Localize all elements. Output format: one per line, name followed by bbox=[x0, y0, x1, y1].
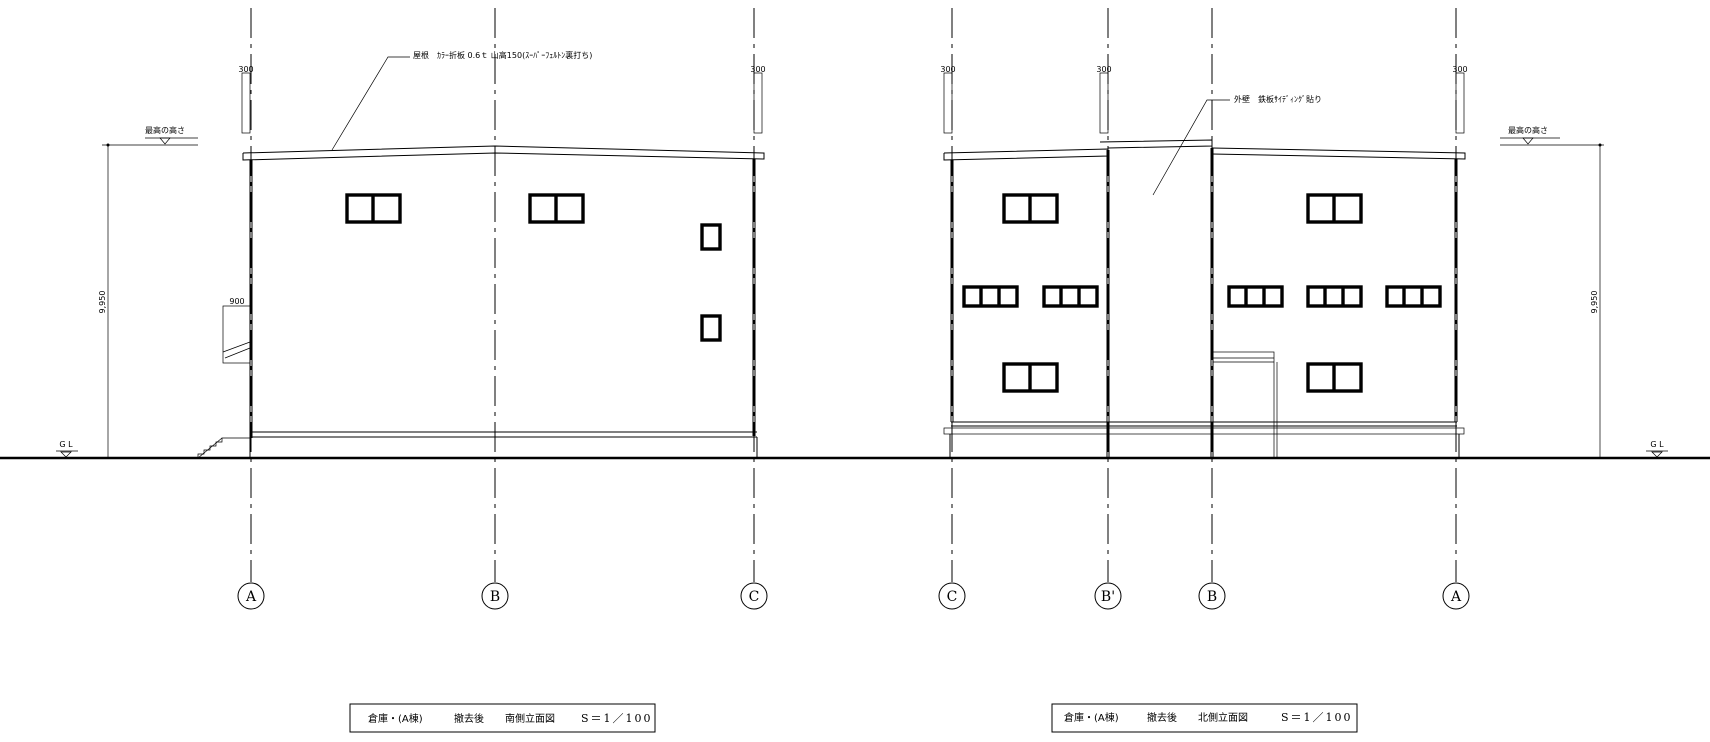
north-window-right-top bbox=[1306, 193, 1363, 224]
south-dim-top-right: 300 bbox=[750, 65, 765, 74]
north-axis-bubble-b: B bbox=[1198, 582, 1226, 610]
north-ribbon-window-3 bbox=[1227, 285, 1284, 308]
south-window-small-1 bbox=[700, 223, 722, 251]
south-entrance-steps bbox=[197, 437, 250, 458]
south-roof-note: 屋根 ｶﾗｰ折板 0.6ｔ 山高150(ｽｰﾊﾟｰﾌｪﾙﾄﾝ裏打ち) bbox=[413, 50, 592, 60]
south-title-name: 倉庫・(A棟) bbox=[368, 712, 423, 725]
svg-text:B: B bbox=[1207, 589, 1217, 605]
south-dim-top-left: 300 bbox=[238, 65, 253, 74]
south-gl-label: G L bbox=[59, 440, 73, 449]
north-height-dim: 9,950 bbox=[1590, 291, 1599, 314]
north-elevation: C B' B A 300 300 300 外壁 鉄板ｻｲﾃﾞｨﾝｸﾞ貼り bbox=[938, 8, 1668, 610]
north-axis-bubble-b-prime: B' bbox=[1094, 582, 1122, 610]
north-top-label: 最高の高さ bbox=[1508, 125, 1548, 135]
south-axis-bubble-b: B bbox=[481, 582, 509, 610]
south-top-label: 最高の高さ bbox=[145, 125, 185, 135]
north-title-view: 北側立面図 bbox=[1198, 711, 1248, 724]
north-window-left-top bbox=[1002, 193, 1059, 224]
south-window-2 bbox=[528, 193, 585, 224]
north-dim-top-3: 300 bbox=[1452, 65, 1467, 74]
north-title-name: 倉庫・(A棟) bbox=[1064, 711, 1119, 724]
north-wall-note: 外壁 鉄板ｻｲﾃﾞｨﾝｸﾞ貼り bbox=[1234, 94, 1322, 104]
north-window-right-bottom bbox=[1306, 362, 1363, 393]
south-title-scale: S＝1／100 bbox=[581, 712, 653, 725]
south-axis-bubble-c: C bbox=[740, 582, 768, 610]
north-title-phase: 撤去後 bbox=[1147, 711, 1177, 724]
svg-text:A: A bbox=[1450, 589, 1462, 605]
north-axis-bubble-c: C bbox=[938, 582, 966, 610]
south-window-small-2 bbox=[700, 314, 722, 342]
svg-text:C: C bbox=[749, 589, 760, 605]
south-axis-bubble-a: A bbox=[237, 582, 265, 610]
svg-text:C: C bbox=[947, 589, 958, 605]
south-elevation: A B C 300 300 屋根 ｶﾗｰ折板 0.6ｔ 山高150(ｽｰﾊﾟｰﾌ… bbox=[56, 8, 768, 610]
north-wall-leader bbox=[1152, 99, 1230, 196]
south-height-dim: 9,950 bbox=[98, 291, 107, 314]
south-title-view: 南側立面図 bbox=[505, 712, 555, 725]
south-title-block: 倉庫・(A棟) 撤去後 南側立面図 S＝1／100 bbox=[349, 703, 656, 733]
north-axis-bubble-a: A bbox=[1442, 582, 1470, 610]
north-ribbon-window-4 bbox=[1306, 285, 1363, 308]
south-side-canopy bbox=[222, 305, 251, 364]
north-title-block: 倉庫・(A棟) 撤去後 北側立面図 S＝1／100 bbox=[1051, 703, 1358, 733]
north-roof-middle bbox=[1099, 139, 1213, 149]
north-title-scale: S＝1／100 bbox=[1281, 711, 1353, 724]
north-ribbon-window-5 bbox=[1385, 285, 1442, 308]
north-dim-top-2: 300 bbox=[1096, 65, 1111, 74]
north-ribbon-window-1 bbox=[962, 285, 1019, 308]
north-ribbon-window-2 bbox=[1042, 285, 1099, 308]
south-title-phase: 撤去後 bbox=[454, 712, 484, 725]
south-window-1 bbox=[345, 193, 402, 224]
north-entrance-door bbox=[1212, 351, 1278, 459]
north-dim-top-1: 300 bbox=[940, 65, 955, 74]
north-gl-label: G L bbox=[1650, 440, 1664, 449]
north-roof-left bbox=[943, 148, 1109, 161]
svg-text:A: A bbox=[245, 589, 257, 605]
svg-text:B': B' bbox=[1101, 589, 1115, 605]
north-window-left-bottom bbox=[1002, 362, 1059, 393]
south-roof bbox=[242, 145, 765, 161]
north-roof-right bbox=[1211, 147, 1466, 160]
south-side-dim: 900 bbox=[229, 297, 244, 306]
svg-text:B: B bbox=[490, 589, 500, 605]
south-roof-leader bbox=[331, 56, 410, 151]
